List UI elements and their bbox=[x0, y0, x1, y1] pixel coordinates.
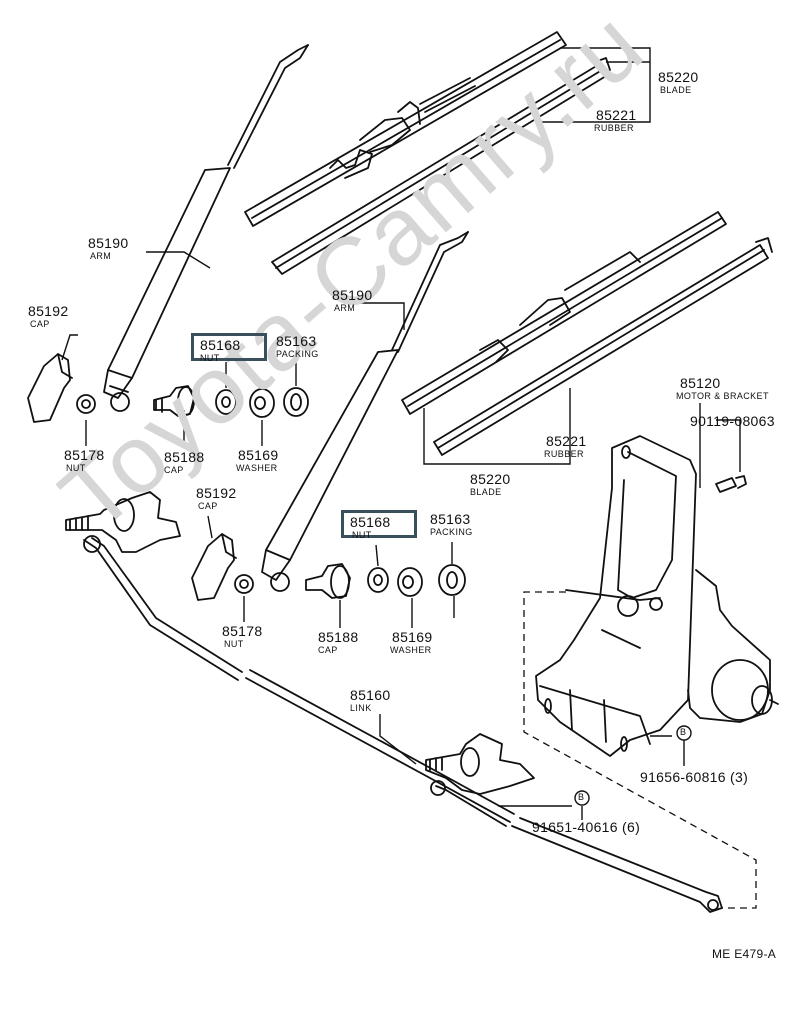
right-wiper-arm bbox=[261, 231, 469, 592]
left-nut-85178 bbox=[76, 394, 96, 414]
label-85220-right: 85220 bbox=[470, 471, 511, 487]
bolt-90119 bbox=[715, 475, 747, 493]
label-85221-top: 85221 bbox=[596, 107, 637, 123]
label-85160: 85160 bbox=[350, 687, 391, 703]
label-85178-left: 85178 bbox=[64, 447, 105, 463]
label-85192-left: 85192 bbox=[28, 303, 69, 319]
left-cap-85192 bbox=[27, 353, 73, 423]
label-nut-right: NUT bbox=[224, 639, 244, 649]
label-washer-right: WASHER bbox=[390, 645, 432, 655]
label-90119-08063: 90119-08063 bbox=[690, 413, 775, 429]
label-85190-left: 85190 bbox=[88, 235, 129, 251]
right-nut-85178 bbox=[234, 574, 254, 594]
highlight-box-left bbox=[191, 333, 267, 361]
motor-and-bracket bbox=[535, 435, 697, 757]
label-85163-left: 85163 bbox=[276, 333, 317, 349]
label-91656-60816: 91656-60816 (3) bbox=[640, 769, 749, 785]
left-washer-85169 bbox=[249, 388, 275, 418]
upper-wiper-rubber bbox=[271, 57, 611, 275]
upper-wiper-blade bbox=[244, 31, 567, 227]
right-packing-85163 bbox=[438, 564, 466, 596]
leader-lines bbox=[61, 47, 741, 820]
wiper-motor bbox=[687, 569, 779, 723]
label-link: LINK bbox=[350, 703, 372, 713]
label-85168-left: 85168 bbox=[200, 337, 241, 353]
label-nut-hl-right: NUT bbox=[352, 530, 372, 540]
label-nut-hl-left: NUT bbox=[200, 353, 220, 363]
left-pivot-assembly bbox=[65, 491, 181, 553]
label-85192-right: 85192 bbox=[196, 485, 237, 501]
label-85221-right: 85221 bbox=[546, 433, 587, 449]
dashed-guide bbox=[523, 591, 757, 909]
label-arm-right: ARM bbox=[334, 303, 356, 313]
label-85120: 85120 bbox=[680, 375, 721, 391]
label-packing-right: PACKING bbox=[430, 527, 473, 537]
right-nut-85168 bbox=[367, 567, 389, 593]
right-pivot-assembly bbox=[425, 733, 535, 796]
label-nut-left: NUT bbox=[66, 463, 86, 473]
figure-code: ME E479-A bbox=[712, 947, 777, 961]
left-nut-85168 bbox=[215, 389, 237, 415]
label-cap2-right: CAP bbox=[318, 645, 338, 655]
marker-b-link: B bbox=[578, 792, 585, 802]
label-rubber-right: RUBBER bbox=[544, 449, 584, 459]
label-arm-left: ARM bbox=[90, 251, 112, 261]
label-85169-left: 85169 bbox=[238, 447, 279, 463]
label-85220-top: 85220 bbox=[658, 69, 699, 85]
label-cap-right: CAP bbox=[198, 501, 218, 511]
label-motor-bracket: MOTOR & BRACKET bbox=[676, 391, 769, 401]
left-wiper-arm bbox=[103, 44, 309, 412]
label-85163-right: 85163 bbox=[430, 511, 471, 527]
label-blade-right: BLADE bbox=[470, 487, 502, 497]
right-washer-85169 bbox=[397, 567, 423, 597]
label-blade-top: BLADE bbox=[660, 85, 692, 95]
highlight-box-right bbox=[341, 510, 417, 538]
label-washer-left: WASHER bbox=[236, 463, 278, 473]
label-cap-left: CAP bbox=[30, 319, 50, 329]
right-wiper-blade bbox=[401, 211, 727, 415]
label-85169-right: 85169 bbox=[392, 629, 433, 645]
right-wiper-rubber bbox=[433, 237, 773, 456]
left-cap-85188 bbox=[153, 385, 195, 417]
label-rubber-top: RUBBER bbox=[594, 123, 634, 133]
label-85168-right: 85168 bbox=[350, 514, 391, 530]
label-91651-40616: 91651-40616 (6) bbox=[532, 819, 641, 835]
right-cap-85188 bbox=[305, 563, 351, 599]
left-packing-85163 bbox=[283, 387, 309, 417]
label-85188-left: 85188 bbox=[164, 449, 205, 465]
label-85178-right: 85178 bbox=[222, 623, 263, 639]
label-85190-right: 85190 bbox=[332, 287, 373, 303]
marker-b-motor: B bbox=[680, 727, 687, 737]
label-packing-left: PACKING bbox=[276, 349, 319, 359]
label-85188-right: 85188 bbox=[318, 629, 359, 645]
right-cap-85192 bbox=[191, 533, 237, 601]
label-cap2-left: CAP bbox=[164, 465, 184, 475]
